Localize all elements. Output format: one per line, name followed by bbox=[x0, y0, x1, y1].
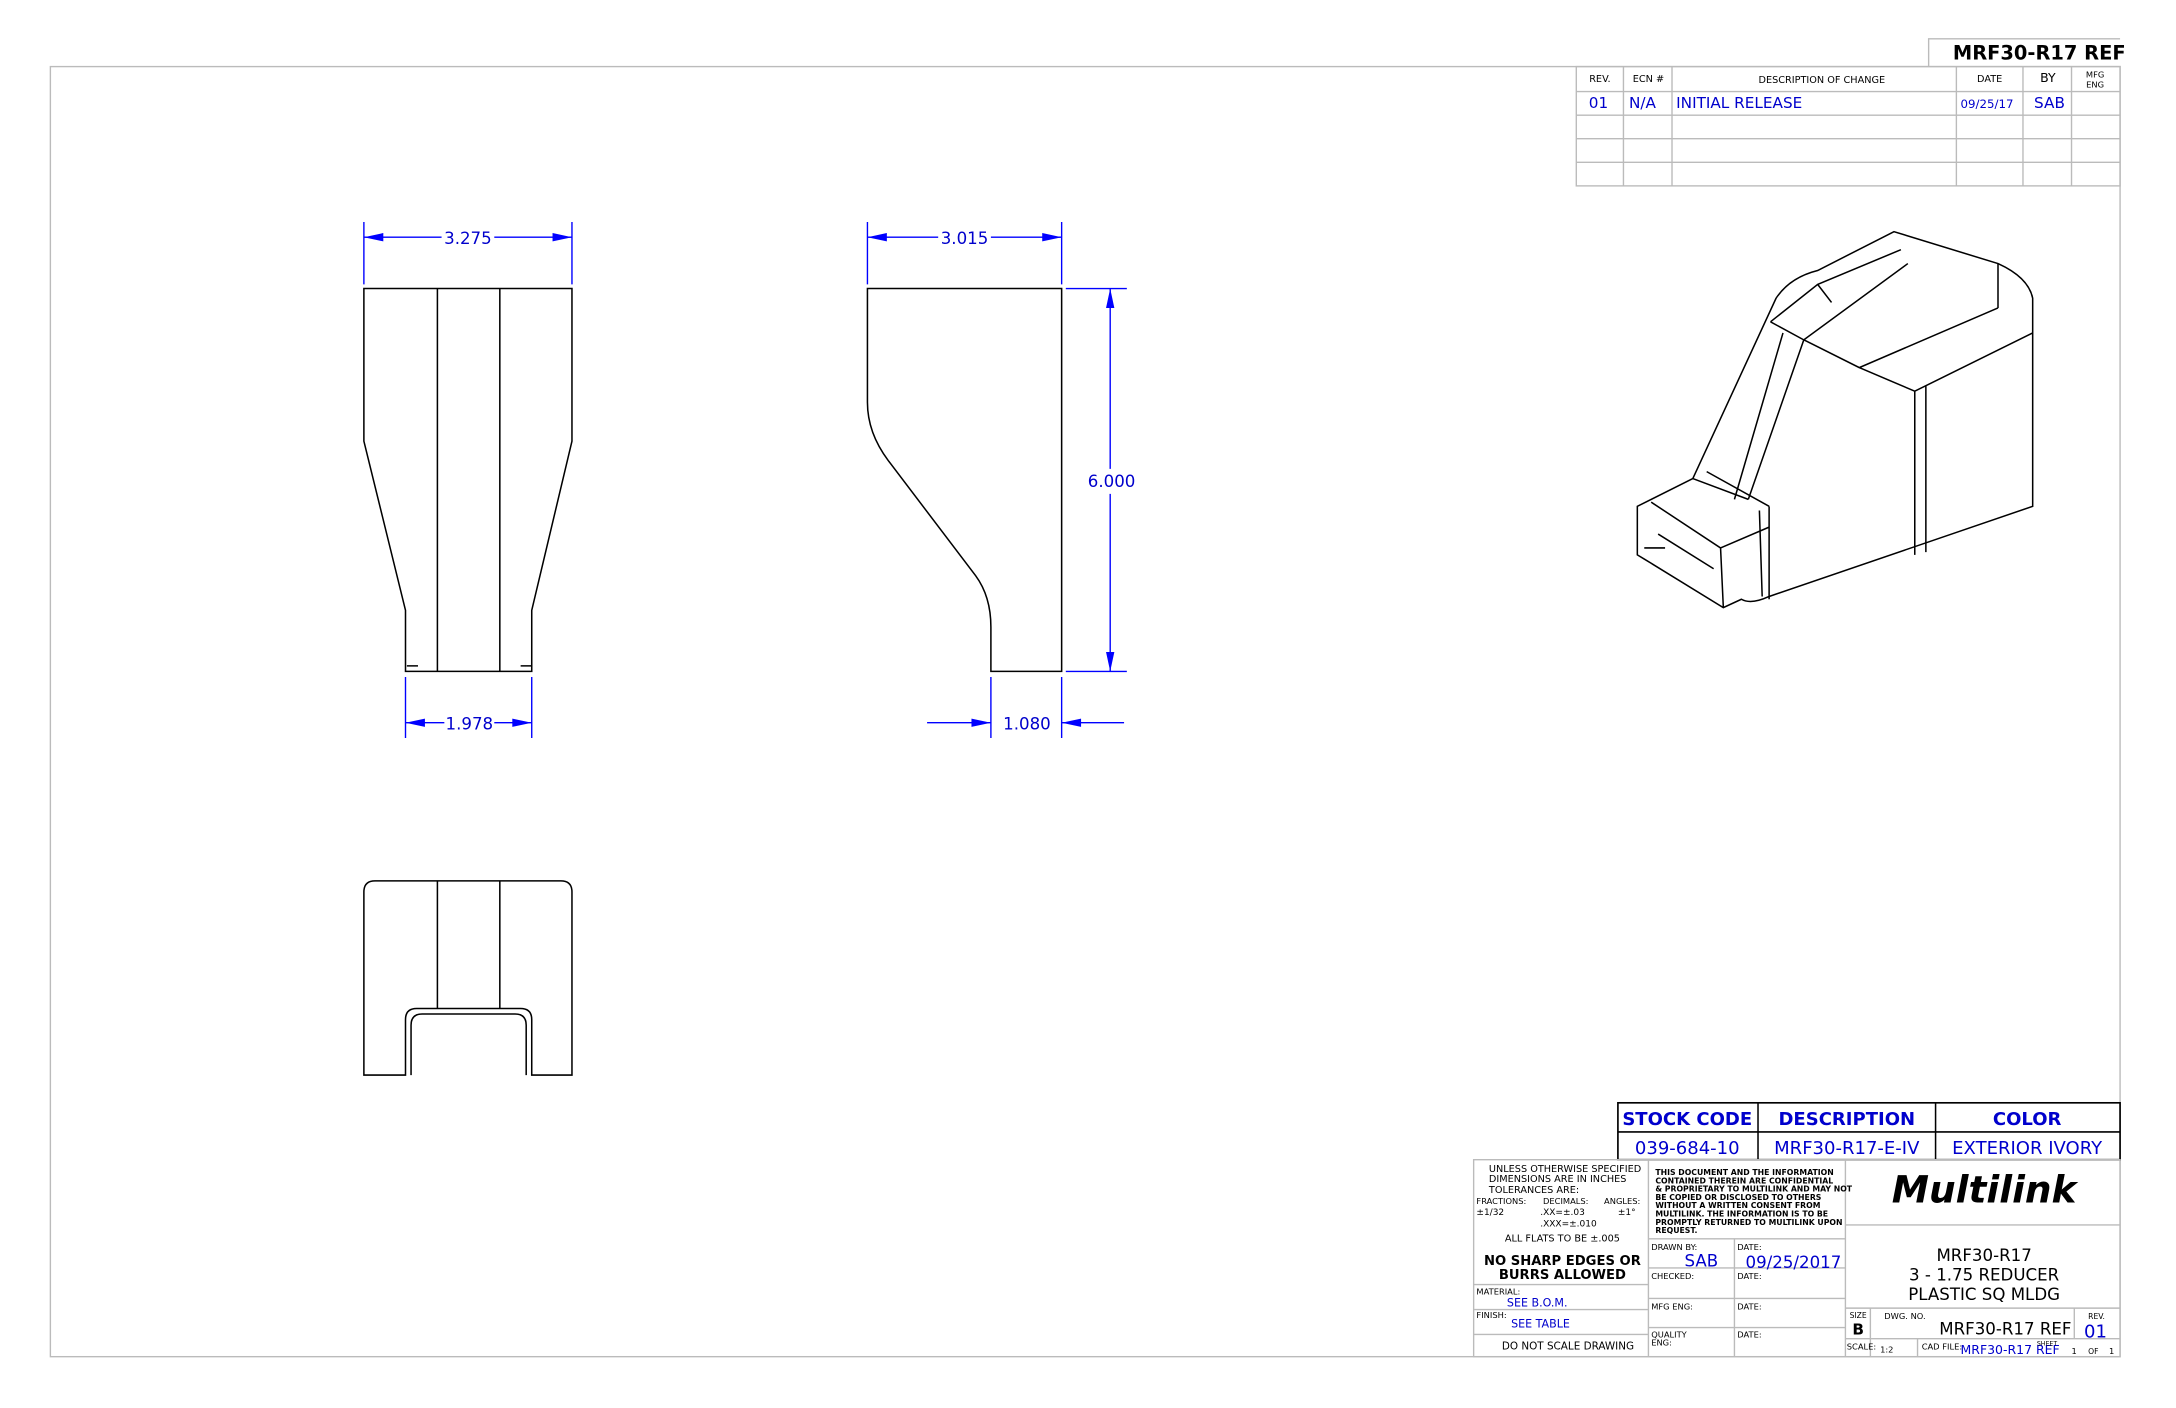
sheet-value: 1 bbox=[2072, 1346, 2077, 1356]
drawn-date-value: 09/25/2017 bbox=[1746, 1253, 1842, 1272]
dimension-label: 1.080 bbox=[1003, 715, 1051, 734]
scale-value: 1:2 bbox=[1880, 1345, 1893, 1355]
decimals-label: DECIMALS: bbox=[1543, 1196, 1588, 1206]
tolerance-line: DIMENSIONS ARE IN INCHES bbox=[1489, 1174, 1627, 1185]
mfg-eng-label: MFG ENG: bbox=[1651, 1302, 1693, 1312]
sheet-border bbox=[49, 65, 2121, 1358]
mfg-header: MFG bbox=[2086, 70, 2104, 80]
notice-line: PROMPTLY RETURNED TO MULTILINK UPON bbox=[1655, 1218, 1842, 1227]
dimension-front-bottom: 1.978 bbox=[404, 676, 533, 738]
notice-line: MULTILINK. THE INFORMATION IS TO BE bbox=[1655, 1210, 1828, 1219]
revision-table: REV. ECN # DESCRIPTION OF CHANGE DATE BY… bbox=[1575, 65, 2121, 187]
notice-line: REQUEST. bbox=[1655, 1226, 1697, 1235]
stock-code-header: STOCK CODE bbox=[1622, 1109, 1752, 1130]
date-header: DATE bbox=[1977, 74, 2002, 85]
date-label: DATE: bbox=[1737, 1242, 1761, 1252]
flats-note: ALL FLATS TO BE ±.005 bbox=[1505, 1234, 1620, 1245]
cad-file-label: CAD FILE: bbox=[1922, 1342, 1962, 1352]
front-view bbox=[363, 287, 573, 673]
material-value: SEE B.O.M. bbox=[1507, 1297, 1568, 1310]
rev-label: REV. bbox=[2088, 1312, 2105, 1321]
stock-table: STOCK CODE DESCRIPTION COLOR 039-684-10 … bbox=[1617, 1101, 2121, 1161]
dwg-no-label: DWG. NO. bbox=[1884, 1311, 1925, 1321]
of-value: 1 bbox=[2109, 1346, 2114, 1356]
color-header: COLOR bbox=[1993, 1109, 2062, 1130]
part-description-title: 3 - 1.75 REDUCER bbox=[1909, 1265, 2060, 1284]
no-scale-note: DO NOT SCALE DRAWING bbox=[1502, 1341, 1634, 1353]
side-view bbox=[866, 287, 1063, 673]
color-value: EXTERIOR IVORY bbox=[1952, 1138, 2103, 1159]
size-label: SIZE bbox=[1850, 1311, 1867, 1320]
revision-row: 01 N/A INITIAL RELEASE 09/25/17 SAB bbox=[1589, 94, 2065, 112]
date-label: DATE: bbox=[1737, 1271, 1761, 1281]
notice-line: WITHOUT A WRITTEN CONSENT FROM bbox=[1655, 1201, 1820, 1210]
dimension-label: 3.015 bbox=[941, 229, 989, 248]
checked-label: CHECKED: bbox=[1651, 1271, 1694, 1281]
quality-label: ENG: bbox=[1651, 1338, 1672, 1348]
material-label: MATERIAL: bbox=[1476, 1286, 1520, 1296]
finish-value: SEE TABLE bbox=[1511, 1318, 1570, 1331]
by-header: BY bbox=[2040, 70, 2056, 85]
title-block: UNLESS OTHERWISE SPECIFIED DIMENSIONS AR… bbox=[1472, 1158, 2121, 1358]
description-value: MRF30-R17-E-IV bbox=[1774, 1138, 1920, 1159]
rev-header: REV. bbox=[1589, 74, 1610, 85]
confidentiality-notice: THIS DOCUMENT AND THE INFORMATION CONTAI… bbox=[1655, 1168, 1852, 1235]
dimension-label: 1.978 bbox=[446, 715, 494, 734]
dimension-side-bottom: 1.080 bbox=[927, 676, 1125, 738]
isometric-view bbox=[1636, 230, 2034, 609]
sheet-title-box: MRF30-R17 REF bbox=[1927, 38, 2126, 67]
of-label: OF bbox=[2088, 1347, 2098, 1356]
date-label: DATE: bbox=[1737, 1302, 1761, 1312]
tolerances: UNLESS OTHERWISE SPECIFIED DIMENSIONS AR… bbox=[1476, 1164, 1641, 1353]
sheet-title: MRF30-R17 REF bbox=[1953, 42, 2126, 65]
quality-label: QUALITY bbox=[1651, 1329, 1687, 1339]
multilink-logo: Multilink bbox=[1892, 1168, 2079, 1212]
rev-value: 01 bbox=[2084, 1321, 2107, 1342]
description-header: DESCRIPTION bbox=[1778, 1109, 1915, 1130]
stock-code-value: 039-684-10 bbox=[1635, 1138, 1740, 1159]
date-value: 09/25/17 bbox=[1961, 97, 2014, 111]
dimension-front-top: 3.275 bbox=[363, 221, 573, 285]
date-label: DATE: bbox=[1737, 1329, 1761, 1339]
angles-label: ANGLES: bbox=[1604, 1196, 1640, 1206]
part-description-title: PLASTIC SQ MLDG bbox=[1908, 1285, 2060, 1304]
warning-note: BURRS ALLOWED bbox=[1499, 1268, 1626, 1283]
part-number-title: MRF30-R17 bbox=[1936, 1246, 2031, 1265]
drawn-by-label: DRAWN BY: bbox=[1651, 1242, 1697, 1252]
finish-label: FINISH: bbox=[1476, 1310, 1506, 1320]
drawn-by-value: SAB bbox=[1684, 1252, 1718, 1271]
ecn-header: ECN # bbox=[1633, 74, 1664, 85]
by-value: SAB bbox=[2034, 94, 2065, 112]
dimension-side-height: 6.000 bbox=[1065, 287, 1136, 673]
dimension-side-top: 3.015 bbox=[866, 221, 1063, 285]
fractions-value: ±1/32 bbox=[1476, 1208, 1504, 1218]
warning-note: NO SHARP EDGES OR bbox=[1484, 1254, 1641, 1269]
decimals-xx: .XX=±.03 bbox=[1540, 1208, 1585, 1218]
description-value: INITIAL RELEASE bbox=[1676, 94, 1802, 112]
rev-value: 01 bbox=[1589, 94, 1608, 112]
sheet-label: SHEET bbox=[2037, 1341, 2058, 1348]
dwg-no-value: MRF30-R17 REF bbox=[1939, 1319, 2071, 1338]
notice-line: THIS DOCUMENT AND THE INFORMATION bbox=[1655, 1168, 1833, 1177]
notice-line: BE COPIED OR DISCLOSED TO OTHERS bbox=[1655, 1193, 1821, 1202]
notice-line: CONTAINED THEREIN ARE CONFIDENTIAL bbox=[1655, 1176, 1833, 1185]
tolerance-line: TOLERANCES ARE: bbox=[1488, 1185, 1579, 1196]
approvals: DRAWN BY: SAB DATE: 09/25/2017 CHECKED: … bbox=[1651, 1242, 1841, 1348]
ecn-value: N/A bbox=[1629, 94, 1657, 112]
fractions-label: FRACTIONS: bbox=[1476, 1196, 1526, 1206]
dimension-label: 6.000 bbox=[1088, 472, 1136, 491]
description-header: DESCRIPTION OF CHANGE bbox=[1758, 75, 1885, 86]
bottom-view bbox=[363, 880, 573, 1076]
cad-file-value: MRF30-R17 REF bbox=[1961, 1342, 2060, 1357]
notice-line: & PROPRIETARY TO MULTILINK AND MAY NOT bbox=[1655, 1185, 1852, 1194]
dimension-label: 3.275 bbox=[444, 229, 492, 248]
eng-header: ENG bbox=[2086, 79, 2104, 89]
decimals-xxx: .XXX=±.010 bbox=[1540, 1219, 1597, 1229]
angles-value: ±1° bbox=[1618, 1208, 1636, 1218]
size-value: B bbox=[1852, 1320, 1864, 1338]
tolerance-line: UNLESS OTHERWISE SPECIFIED bbox=[1489, 1164, 1641, 1175]
scale-label: SCALE: bbox=[1847, 1342, 1876, 1352]
